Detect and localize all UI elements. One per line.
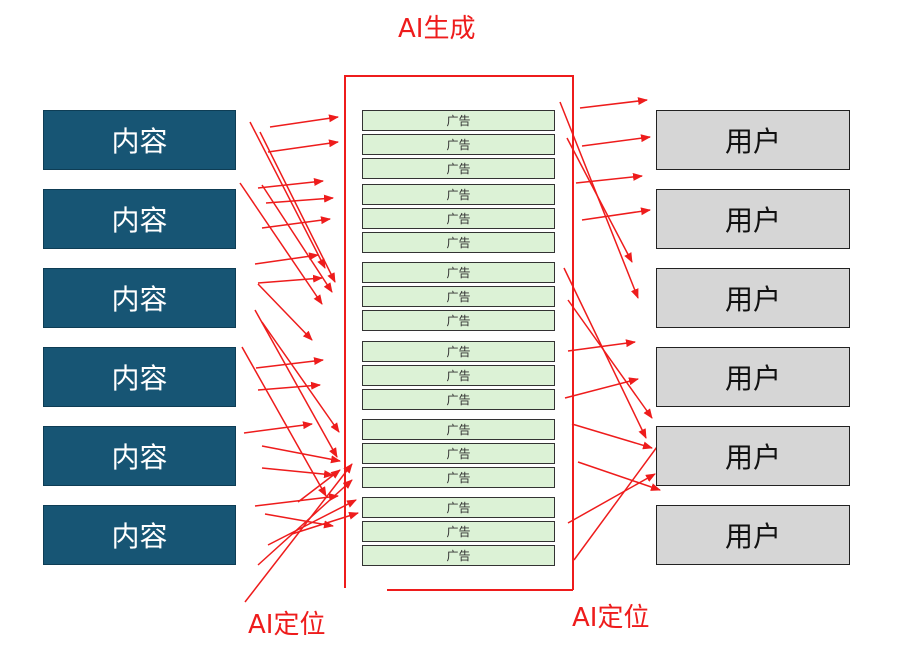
flow-arrow	[261, 467, 334, 479]
user-box: 用户	[656, 110, 850, 170]
ad-box: 广告	[362, 521, 555, 542]
flow-arrow	[297, 469, 341, 503]
flow-arrow	[261, 216, 331, 229]
ad-box: 广告	[362, 208, 555, 229]
flow-arrow	[243, 421, 313, 434]
ad-box: 广告	[362, 467, 555, 488]
flow-arrow	[571, 423, 653, 450]
flow-arrow	[567, 299, 653, 419]
content-box: 内容	[43, 426, 236, 486]
flow-arrow	[291, 511, 359, 535]
ad-box: 广告	[362, 419, 555, 440]
flow-arrow	[241, 346, 327, 497]
user-box: 用户	[656, 189, 850, 249]
ad-box: 广告	[362, 341, 555, 362]
ad-box: 广告	[362, 365, 555, 386]
flow-arrow	[257, 479, 353, 566]
flow-arrow	[573, 435, 666, 561]
content-box: 内容	[43, 505, 236, 565]
ad-box: 广告	[362, 134, 555, 155]
flow-arrow	[261, 321, 340, 433]
flow-arrow	[254, 309, 338, 458]
flow-arrow	[566, 137, 633, 263]
user-box: 用户	[656, 268, 850, 328]
flow-arrow	[267, 499, 357, 546]
ad-box: 广告	[362, 497, 555, 518]
content-box: 内容	[43, 110, 236, 170]
flow-arrow	[261, 184, 333, 293]
ad-box: 广告	[362, 232, 555, 253]
content-box: 内容	[43, 189, 236, 249]
ad-box: 广告	[362, 310, 555, 331]
flow-arrow	[254, 252, 319, 265]
flow-arrow	[581, 134, 651, 147]
flow-arrow	[254, 493, 339, 507]
ad-box: 广告	[362, 262, 555, 283]
user-box: 用户	[656, 347, 850, 407]
flow-arrow	[249, 121, 326, 269]
ad-box: 广告	[362, 545, 555, 566]
flow-arrow	[267, 139, 339, 153]
flow-arrow	[255, 357, 324, 369]
ad-box: 广告	[362, 389, 555, 410]
flow-arrow	[577, 461, 661, 491]
user-box: 用户	[656, 426, 850, 486]
flow-arrow	[257, 283, 313, 341]
flow-arrow	[257, 274, 323, 284]
ad-box: 广告	[362, 286, 555, 307]
flow-arrow	[257, 177, 324, 189]
flow-arrow	[257, 381, 321, 391]
generator-frame	[344, 75, 574, 590]
flow-arrow	[579, 97, 648, 109]
ad-box: 广告	[362, 184, 555, 205]
user-box: 用户	[656, 505, 850, 565]
ad-box: 广告	[362, 110, 555, 131]
content-box: 内容	[43, 268, 236, 328]
flow-arrow	[269, 114, 339, 128]
diagram-title: AI生成	[398, 14, 476, 44]
flow-arrow	[575, 172, 643, 184]
flow-arrow	[581, 207, 651, 221]
flow-arrow	[261, 445, 341, 464]
flow-arrow	[265, 194, 334, 204]
flow-arrow	[259, 131, 336, 283]
ai-targeting-label-right: AI定位	[572, 603, 650, 633]
ad-box: 广告	[362, 158, 555, 179]
flow-arrow	[567, 473, 656, 524]
flow-arrow	[239, 182, 323, 305]
flow-arrow	[244, 463, 353, 603]
ad-box: 广告	[362, 443, 555, 464]
ai-targeting-label-left: AI定位	[248, 610, 326, 640]
content-box: 内容	[43, 347, 236, 407]
